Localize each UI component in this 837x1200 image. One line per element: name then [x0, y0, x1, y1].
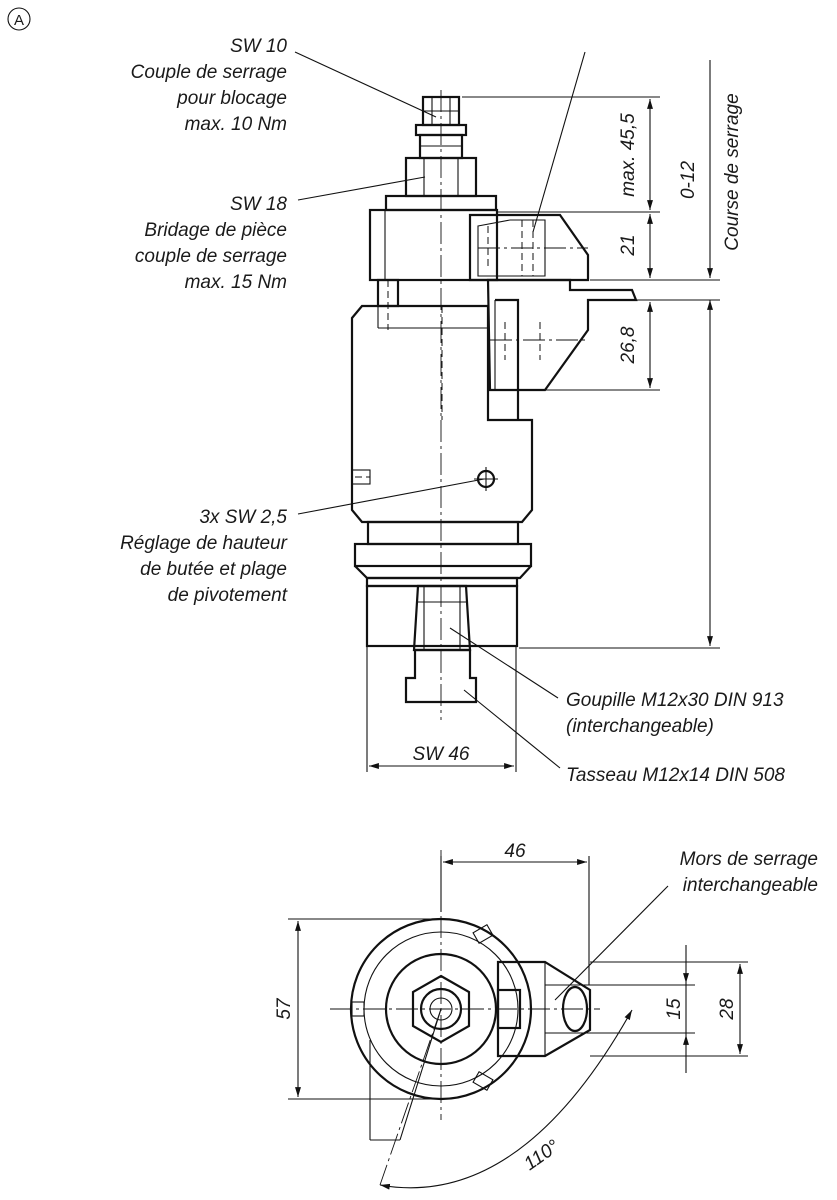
top-view: 110° 46 57 15 28: [274, 841, 748, 1190]
dim-21: 21: [618, 234, 639, 256]
label-mors: Mors de serrage interchangeable: [680, 849, 818, 896]
label-tasseau: Tasseau M12x14 DIN 508: [566, 765, 785, 786]
svg-text:Mors de serrage: Mors de serrage: [680, 849, 818, 870]
svg-text:pour blocage: pour blocage: [176, 88, 287, 109]
label-sw10: SW 10 Couple de serrage pour blocage max…: [131, 36, 288, 135]
dim-max455: max. 45,5: [618, 113, 639, 197]
label-goupille: Goupille M12x30 DIN 913 (interchangeable…: [566, 690, 784, 737]
svg-text:(interchangeable): (interchangeable): [566, 716, 714, 737]
svg-text:max. 10 Nm: max. 10 Nm: [185, 114, 287, 135]
svg-text:A: A: [14, 12, 24, 29]
stroke-label: Course de serrage: [722, 93, 743, 250]
svg-text:max. 15 Nm: max. 15 Nm: [185, 272, 287, 293]
svg-text:couple de serrage: couple de serrage: [135, 246, 287, 267]
sw46-dimension: SW 46: [412, 744, 469, 765]
svg-text:Goupille M12x30 DIN 913: Goupille M12x30 DIN 913: [566, 690, 784, 711]
dim-28: 28: [717, 998, 738, 1021]
svg-text:3x SW 2,5: 3x SW 2,5: [199, 507, 287, 528]
dim-46: 46: [504, 841, 526, 862]
side-view: SW 46 max. 45,5 21 26,8 0-12 Course de s…: [294, 51, 743, 772]
dim-angle: 110°: [520, 1136, 563, 1175]
view-marker-a: A: [7, 7, 31, 31]
svg-text:SW 10: SW 10: [230, 36, 287, 57]
svg-text:SW 18: SW 18: [230, 194, 287, 215]
dim-57: 57: [274, 997, 295, 1020]
svg-text:interchangeable: interchangeable: [683, 875, 818, 896]
svg-text:Bridage de pièce: Bridage de pièce: [144, 220, 287, 241]
dim-268: 26,8: [618, 326, 639, 364]
label-sw25: 3x SW 2,5 Réglage de hauteur de butée et…: [120, 507, 288, 606]
dim-stroke: 0-12: [678, 161, 699, 199]
svg-text:de butée et plage: de butée et plage: [140, 559, 287, 580]
svg-text:Réglage de hauteur: Réglage de hauteur: [120, 533, 288, 554]
dim-15: 15: [664, 998, 685, 1020]
label-sw18: SW 18 Bridage de pièce couple de serrage…: [135, 194, 288, 293]
svg-text:Couple de serrage: Couple de serrage: [131, 62, 287, 83]
svg-text:de pivotement: de pivotement: [168, 585, 288, 606]
